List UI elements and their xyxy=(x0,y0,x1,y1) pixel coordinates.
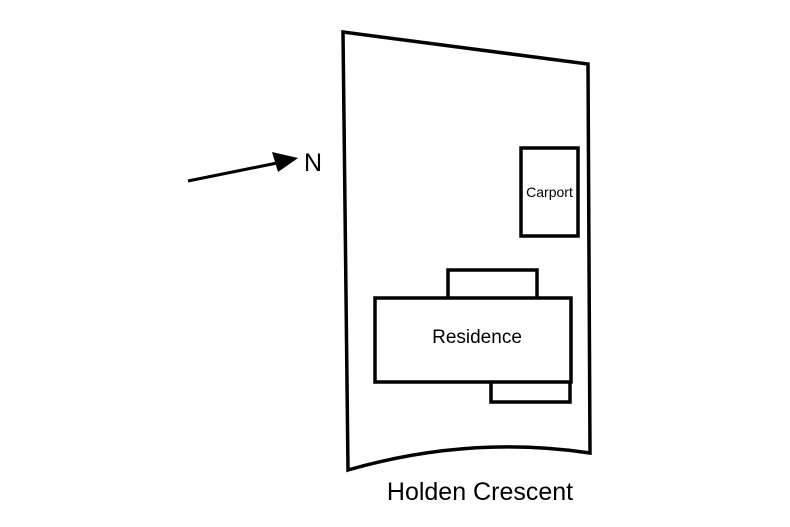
street-label: Holden Crescent xyxy=(387,478,573,506)
residence-outline xyxy=(373,296,573,384)
lot-boundary xyxy=(341,30,592,473)
carport-label: Carport xyxy=(526,184,573,200)
north-arrow-icon xyxy=(187,152,298,183)
north-label: N xyxy=(304,149,322,177)
residence-label: Residence xyxy=(432,327,522,348)
carport-outline xyxy=(519,146,580,238)
